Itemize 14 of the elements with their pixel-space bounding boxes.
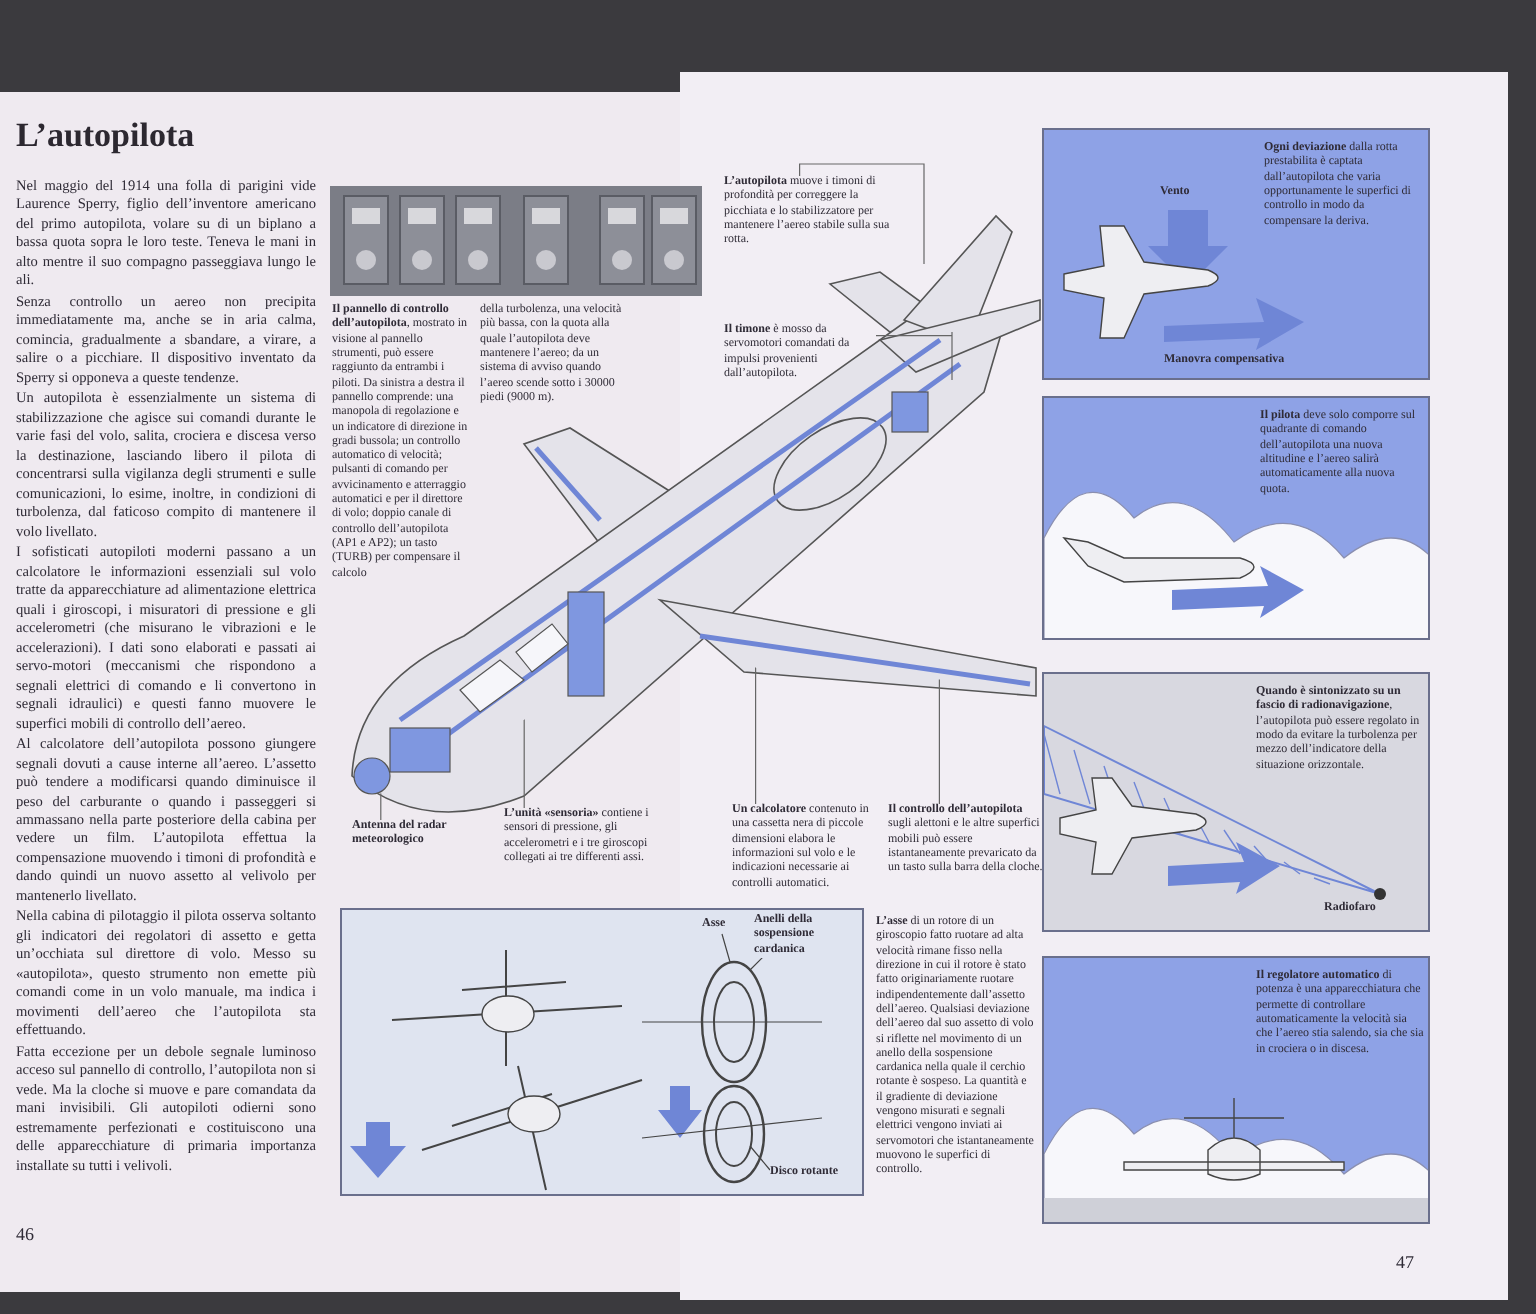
leader-line xyxy=(799,163,925,265)
page-number: 46 xyxy=(16,1224,34,1246)
leader-line xyxy=(875,331,953,381)
leader-line xyxy=(523,719,525,809)
illustration-panel xyxy=(1042,128,1430,380)
illustration-panel xyxy=(1042,396,1430,640)
illustration-panel xyxy=(1042,956,1430,1224)
leader-line xyxy=(755,667,757,805)
page-title: L’autopilota xyxy=(16,116,195,156)
leader-line xyxy=(938,679,941,805)
leader-line xyxy=(379,793,382,821)
illustration-panel xyxy=(1042,672,1430,932)
page-number: 47 xyxy=(1396,1252,1414,1274)
diagram-panel xyxy=(340,908,864,1196)
